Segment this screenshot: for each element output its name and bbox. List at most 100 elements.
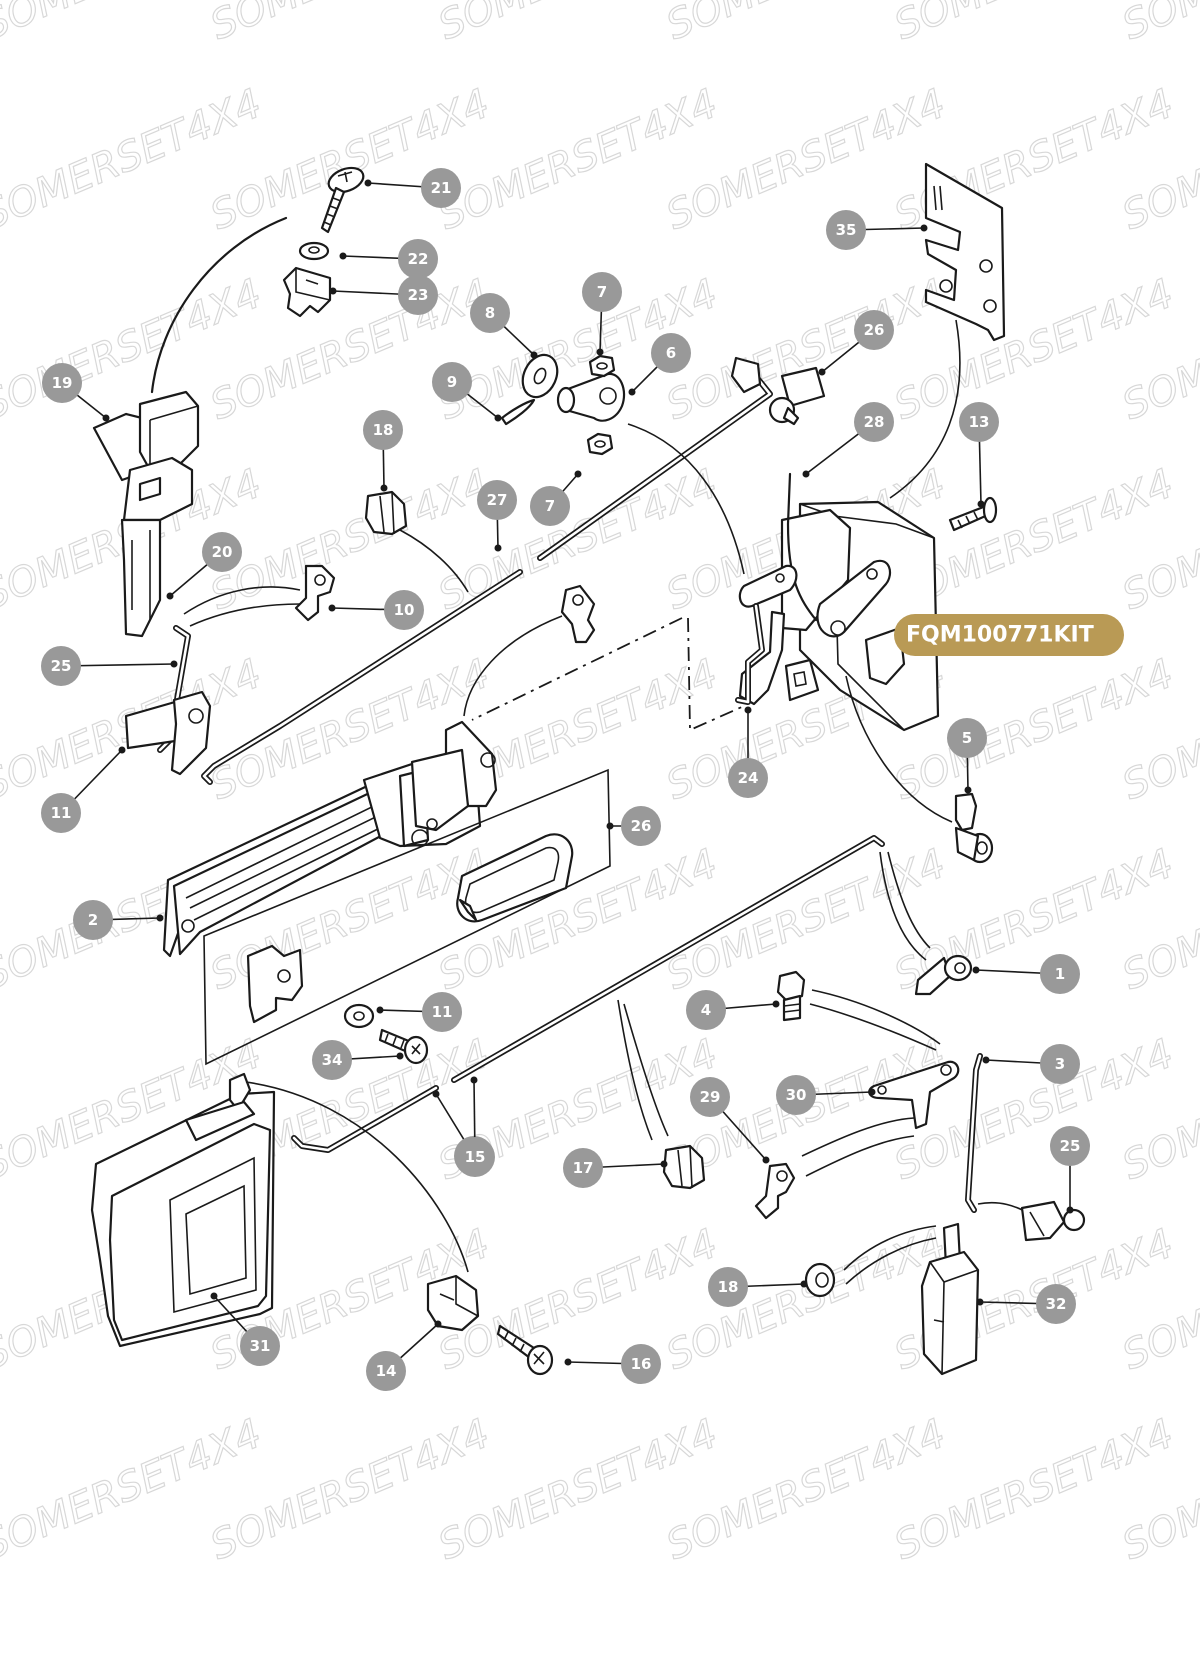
callout-circle: [826, 210, 866, 250]
callout-circle: [582, 272, 622, 312]
callout-leader-dot: [102, 414, 110, 422]
callout-circle: [366, 1351, 406, 1391]
callout-number: 25: [1060, 1137, 1081, 1155]
callout-8[interactable]: 8: [470, 293, 538, 359]
callout-5[interactable]: 5: [947, 718, 987, 794]
callout-circle: [530, 486, 570, 526]
callout-leader-dot: [380, 484, 388, 492]
callout-leader-dot: [396, 1052, 404, 1060]
callout-1[interactable]: 1: [972, 954, 1081, 994]
callout-circle: [1040, 954, 1080, 994]
callout-15[interactable]: 15: [455, 1076, 495, 1178]
callout-number: 19: [52, 374, 73, 392]
callout-leader-dot: [972, 966, 980, 974]
callout-number: 16: [631, 1355, 652, 1373]
callout-16[interactable]: 16: [564, 1344, 662, 1384]
callout-number: 6: [666, 344, 676, 362]
callout-26[interactable]: 26: [818, 310, 895, 376]
callout-11[interactable]: 11: [376, 992, 463, 1032]
callout-17[interactable]: 17: [563, 1148, 668, 1188]
callout-23[interactable]: 23: [329, 275, 439, 315]
callout-circle: [854, 402, 894, 442]
part-30-rod: [965, 1053, 983, 1213]
callout-24[interactable]: 24: [728, 706, 768, 799]
callout-32[interactable]: 32: [976, 1284, 1077, 1324]
callout-20[interactable]: 20: [166, 532, 243, 600]
callout-leader-dot: [606, 822, 614, 830]
callout-25[interactable]: 25: [41, 646, 178, 686]
callout-9[interactable]: 9: [432, 362, 502, 422]
part-8-washer: [521, 353, 559, 399]
callout-circle: [776, 1075, 816, 1115]
part-16-clip-nut: [426, 1274, 480, 1332]
callout-7[interactable]: 7: [582, 272, 622, 356]
callout-number: 29: [700, 1088, 721, 1106]
callout-29[interactable]: 29: [690, 1077, 770, 1164]
callout-leader-dot: [166, 592, 174, 600]
callout-leader-dot: [494, 544, 502, 552]
callout-number: 25: [51, 657, 72, 675]
callout-6[interactable]: 6: [628, 333, 692, 396]
callout-leader-dot: [494, 414, 502, 422]
callout-27[interactable]: 27: [477, 480, 517, 552]
callout-leader-dot: [772, 1000, 780, 1008]
part-lock-mechanism: [738, 472, 953, 823]
callout-circle: [947, 718, 987, 758]
part-1-door-handle: [162, 720, 498, 958]
callout-number: 9: [447, 373, 457, 391]
callout-circle: [959, 402, 999, 442]
callout-21[interactable]: 21: [364, 168, 462, 208]
callout-4[interactable]: 4: [686, 990, 780, 1030]
callout-circle: [1050, 1126, 1090, 1166]
part-7-nut-lower: [586, 432, 614, 456]
callout-30[interactable]: 30: [776, 1075, 876, 1115]
callout-34[interactable]: 34: [312, 1040, 404, 1080]
callout-35[interactable]: 35: [826, 210, 928, 250]
callout-13[interactable]: 13: [959, 402, 999, 508]
part-6-ferrule: [556, 372, 626, 422]
callout-circle: [690, 1077, 730, 1117]
callout-number: 2: [88, 911, 98, 929]
callout-10[interactable]: 10: [328, 590, 425, 630]
callout-14[interactable]: 14: [366, 1320, 442, 1392]
callout-circle: [384, 590, 424, 630]
callout-number: 18: [718, 1278, 739, 1296]
part-33-clip: [1020, 1200, 1086, 1242]
kit-label: FQM100771KIT: [906, 623, 1094, 648]
part-17-rod-lower: [291, 835, 885, 1153]
callout-11[interactable]: 11: [41, 746, 126, 834]
callout-25[interactable]: 25: [1050, 1126, 1090, 1214]
part-27-rod-upper: [201, 356, 773, 785]
callout-22[interactable]: 22: [339, 239, 439, 279]
callout-circle: [563, 1148, 603, 1188]
callout-number: 14: [376, 1362, 397, 1380]
callout-leader-dot: [210, 1292, 218, 1300]
callout-number: 1: [1055, 965, 1065, 983]
callout-18[interactable]: 18: [363, 410, 403, 492]
callout-circle: [477, 480, 517, 520]
callout-leader-dot: [660, 1160, 668, 1168]
callout-number: 32: [1046, 1295, 1067, 1313]
callout-circle: [240, 1326, 280, 1366]
callout-3[interactable]: 3: [982, 1044, 1081, 1084]
callout-31[interactable]: 31: [210, 1292, 281, 1367]
callout-number: 7: [545, 497, 555, 515]
callout-leader-dot: [977, 500, 985, 508]
callout-number: 3: [1055, 1055, 1065, 1073]
callout-leader-dot: [434, 1320, 442, 1328]
callout-28[interactable]: 28: [802, 402, 895, 478]
callout-19[interactable]: 19: [42, 363, 110, 422]
callout-2[interactable]: 2: [73, 900, 164, 940]
part-35-striker-plate: [924, 162, 1006, 342]
part-18-bush-upper: [364, 490, 408, 536]
callout-26[interactable]: 26: [606, 806, 662, 846]
callout-leader-dot: [432, 1090, 440, 1098]
kit-badge[interactable]: FQM100771KIT: [894, 614, 1124, 656]
callout-7[interactable]: 7: [530, 470, 582, 527]
callout-leader-dot: [800, 1280, 808, 1288]
callout-18[interactable]: 18: [708, 1267, 808, 1307]
part-9-split-pin: [500, 398, 536, 426]
callout-leader-dot: [802, 470, 810, 478]
callout-circle: [708, 1267, 748, 1307]
